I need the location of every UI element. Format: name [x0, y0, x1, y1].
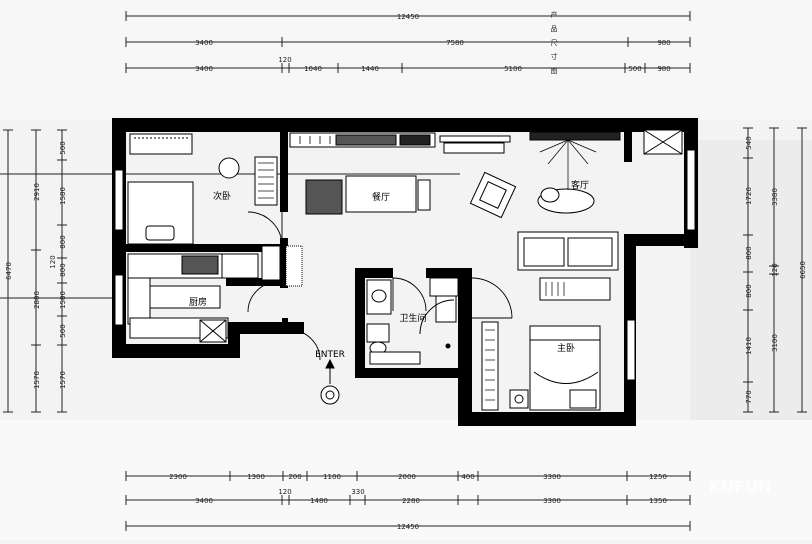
- dim-left-col3-a: 500: [59, 141, 67, 154]
- furniture: [127, 129, 683, 411]
- dim-bottom-row2-e: 2280: [402, 497, 420, 505]
- dim-bottom-row1-d: 1100: [323, 473, 341, 481]
- dim-bottom-row2-f: 3300: [543, 497, 561, 505]
- dim-top-row2-a: 3400: [195, 39, 213, 47]
- dim-left-col3-c: 800: [59, 235, 67, 248]
- dim-top-row3-f: 500: [628, 65, 641, 73]
- dim-left-col3-f: 1580: [59, 291, 67, 309]
- dim-top-row3-c: 1040: [304, 65, 322, 73]
- dim-bottom-row2-d: 330: [351, 488, 364, 496]
- title-char-5: 图: [551, 67, 558, 75]
- dim-right-col1-f: 770: [745, 390, 753, 403]
- dim-left-col3-d: 120: [49, 255, 57, 268]
- title-char-3: 尺: [551, 39, 558, 47]
- dim-top-row2-c: 980: [657, 39, 670, 47]
- dim-top-row3-b: 120: [278, 56, 291, 64]
- room-label-dining: 餐厅: [372, 191, 390, 203]
- dim-bottom-row2-b: 120: [278, 488, 291, 496]
- dim-bottom-row1-c: 200: [288, 473, 301, 481]
- room-label-master-bedroom: 主卧: [557, 342, 575, 354]
- left-dimension-labels: 6470 2910 2800 1570 500 1580 800 120 800…: [5, 141, 67, 389]
- room-label-bathroom: 卫生间: [399, 312, 426, 324]
- dim-right-col1-c: 800: [745, 246, 753, 259]
- right-dimensions: [743, 127, 807, 413]
- dim-bottom-row1-f: 400: [461, 473, 474, 481]
- dim-top-row3-a: 3400: [195, 65, 213, 73]
- title-char-4: 寸: [551, 52, 558, 61]
- dim-left-col3-g: 500: [59, 324, 67, 337]
- room-label-living: 客厅: [571, 179, 589, 191]
- dim-top-row3-e: 5100: [504, 65, 522, 73]
- dim-bottom-row1-g: 3300: [543, 473, 561, 481]
- dim-left-col3-h: 1570: [59, 371, 67, 389]
- dim-bottom-total: 12450: [397, 523, 419, 531]
- entry-label: ENTER: [315, 350, 345, 360]
- title-char-2: 品: [551, 25, 558, 33]
- dim-left-col3-b: 1580: [59, 187, 67, 205]
- right-dimension-labels: 540 1720 800 800 1410 770 3380 120 3100 …: [745, 136, 807, 403]
- top-dimensions: [125, 11, 691, 73]
- top-dimension-labels: 12450 3400 7580 980 3400 120 1040 1440 5…: [195, 13, 671, 73]
- dim-right-col2-a: 3380: [771, 188, 779, 206]
- dim-left-col2-b: 2800: [33, 291, 41, 309]
- dim-right-col2-b: 120: [771, 263, 779, 276]
- room-label-second-bedroom: 次卧: [213, 190, 231, 202]
- dim-top-row3-d: 1440: [361, 65, 379, 73]
- dim-right-col1-b: 1720: [745, 187, 753, 205]
- doors: [247, 211, 513, 361]
- room-label-kitchen: 厨房: [189, 296, 207, 308]
- dim-left-col2-a: 2910: [33, 183, 41, 201]
- dim-bottom-row1-a: 2300: [169, 473, 187, 481]
- dim-bottom-row1-e: 2000: [398, 473, 416, 481]
- bottom-dimension-labels: 2300 1300 200 1100 2000 400 3300 1250 34…: [169, 473, 667, 531]
- dim-top-row2-b: 7580: [446, 39, 464, 47]
- dim-right-col1-a: 540: [745, 136, 753, 149]
- dim-bottom-row2-g: 1350: [649, 497, 667, 505]
- dim-top-total: 12450: [397, 13, 419, 21]
- watermark-text: KUFUN: [709, 477, 771, 496]
- dim-right-col1-e: 1410: [745, 337, 753, 355]
- windows: [114, 135, 696, 381]
- dim-bottom-row1-h: 1250: [649, 473, 667, 481]
- left-dimensions: [3, 129, 67, 413]
- title-char-1: 产: [551, 10, 558, 19]
- dim-bottom-row1-b: 1300: [247, 473, 265, 481]
- dim-right-col1-d: 800: [745, 284, 753, 297]
- bottom-dimensions: [125, 471, 691, 531]
- dim-left-col2-c: 1570: [33, 371, 41, 389]
- dim-right-col2-c: 3100: [771, 334, 779, 352]
- dim-top-row3-g: 980: [657, 65, 670, 73]
- dim-left-col3-e: 800: [59, 263, 67, 276]
- dim-left-total: 6470: [5, 262, 13, 280]
- drawing-title: 产 品 尺 寸 图: [551, 10, 558, 75]
- entry-figure: [320, 358, 340, 405]
- dim-right-total: 6650: [799, 261, 807, 279]
- dim-bottom-row2-c: 1480: [310, 497, 328, 505]
- dim-bottom-row2-a: 3400: [195, 497, 213, 505]
